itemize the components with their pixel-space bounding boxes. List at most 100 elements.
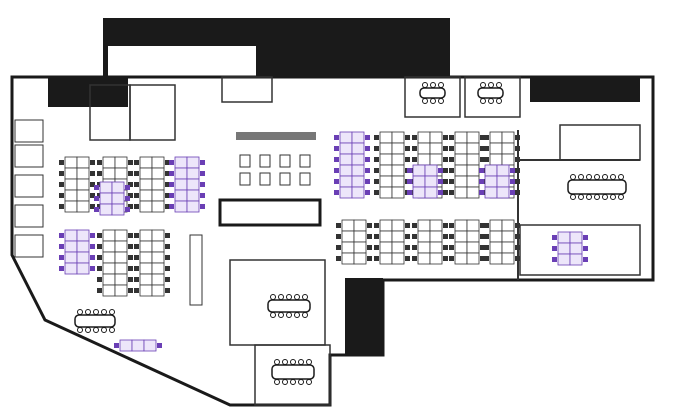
desk [569,253,583,266]
chair [443,179,448,184]
workstation-clusters [59,131,588,352]
desk [454,252,468,265]
desk [353,219,367,232]
desk [417,142,431,155]
desk [501,241,515,254]
chair [294,312,300,318]
chair [594,174,600,180]
desk [391,252,405,265]
chair [90,193,95,198]
chair [480,234,485,239]
desk [143,339,157,352]
desk [151,229,165,242]
chair [480,223,485,228]
chair [302,312,308,318]
desk [139,284,153,297]
chair [405,146,410,151]
desk [557,253,571,266]
desk [351,131,365,144]
chair [449,190,454,195]
chair [200,193,205,198]
conference-table [271,364,315,380]
desk [76,167,90,180]
chair [306,379,312,385]
desk [114,167,128,180]
chair [430,98,436,104]
conference-table [74,314,116,328]
desk [99,192,113,205]
chair [480,146,485,151]
desk [489,142,503,155]
desk [391,175,405,188]
building-structure [10,18,655,407]
room-6 [254,344,331,406]
desk [76,229,90,242]
chair [602,174,608,180]
chair [270,294,276,300]
chair [510,190,515,195]
chair [128,204,133,209]
desk [114,229,128,242]
chair [365,135,370,140]
chair [128,171,133,176]
desk [379,230,393,243]
chair [484,245,489,250]
desk [454,230,468,243]
desk [151,240,165,253]
chair [165,160,170,165]
chair [374,157,379,162]
desk [64,156,78,169]
chair [59,244,64,249]
chair [443,157,448,162]
chair [97,255,102,260]
chair [286,312,292,318]
chair [618,174,624,180]
exterior-black-block-left [48,77,128,107]
chair [282,359,288,365]
desk [379,164,393,177]
chair [334,179,339,184]
chair [480,135,485,140]
desk [151,273,165,286]
desk [102,251,116,264]
desk [174,178,188,191]
cafe-table [259,154,271,168]
chair [367,256,372,261]
desk [489,252,503,265]
desk [114,284,128,297]
desk [424,186,438,199]
chair [515,146,520,151]
chair [85,309,91,315]
chair [510,168,515,173]
chair [97,204,102,209]
desk [186,200,200,213]
cafe-table [279,172,291,186]
chair [586,174,592,180]
desk [379,142,393,155]
desk [114,273,128,286]
chair [165,204,170,209]
chair [134,193,139,198]
chair [438,179,443,184]
desk [429,219,443,232]
chair [94,196,99,201]
chair [302,294,308,300]
chair [479,168,484,173]
desk [102,156,116,169]
chair [412,245,417,250]
chair [367,245,372,250]
chair [134,182,139,187]
desk [102,262,116,275]
room-0 [404,76,461,118]
chair [430,82,436,88]
desk [454,131,468,144]
chair [438,190,443,195]
desk [139,262,153,275]
desk [186,178,200,191]
desk [484,175,498,188]
chair [374,256,379,261]
chair [412,157,417,162]
chair [165,277,170,282]
chair [85,327,91,333]
chair [298,359,304,365]
